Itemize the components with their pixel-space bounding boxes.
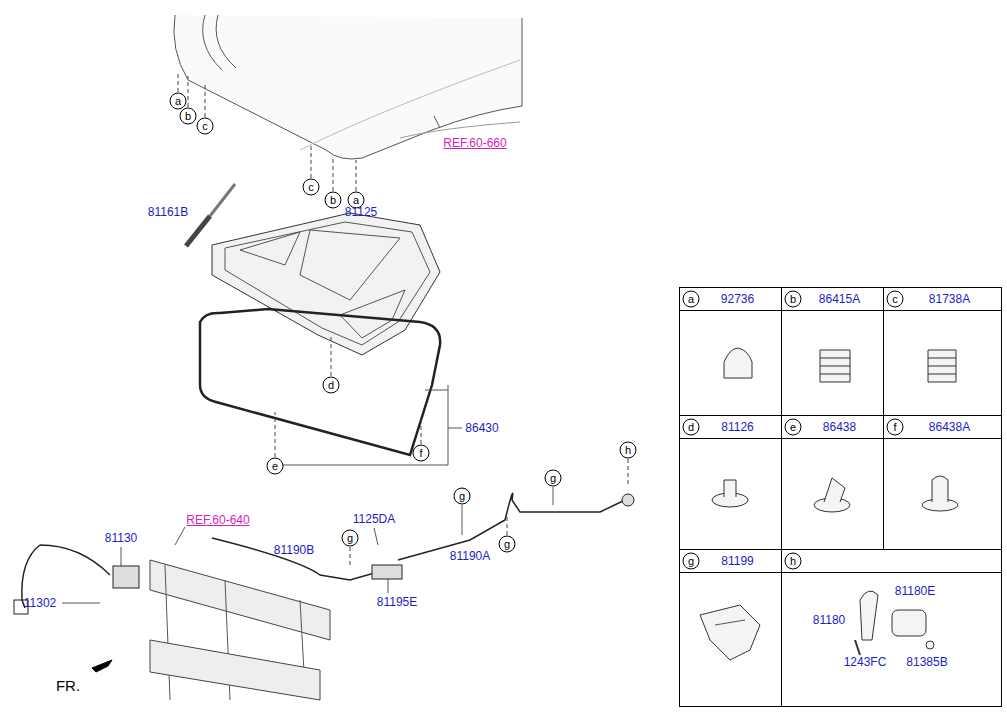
part-number: 81125 bbox=[345, 205, 377, 219]
callout-letter: f bbox=[887, 419, 904, 436]
label-holder: e bbox=[267, 458, 284, 475]
callout-letter: a bbox=[683, 291, 700, 308]
part-number: 86438 bbox=[823, 420, 856, 434]
label-holder: b bbox=[180, 108, 197, 125]
callout-letter: b bbox=[180, 108, 197, 125]
callout-letter: b bbox=[785, 291, 802, 308]
part-number: 81180E bbox=[895, 584, 935, 598]
parts-table-cell: a 92736 bbox=[679, 287, 782, 416]
text-holder: 86415A bbox=[819, 292, 860, 306]
part-number: 81195E bbox=[377, 595, 417, 609]
part-number: 81190B bbox=[274, 543, 314, 557]
callout-letter: h bbox=[620, 442, 637, 459]
callout-letter: c bbox=[303, 179, 320, 196]
callout-letter: e bbox=[267, 458, 284, 475]
label-holder: 81195E bbox=[377, 595, 417, 609]
label-holder: 81161B bbox=[148, 205, 188, 219]
reference-link: REF.60-640 bbox=[186, 513, 249, 527]
label-holder: FR. bbox=[56, 679, 80, 694]
callout-letter: h bbox=[785, 553, 802, 570]
callout-letter: g bbox=[545, 470, 562, 487]
label-holder: g bbox=[499, 536, 516, 553]
callout-letter: d bbox=[683, 419, 700, 436]
label-holder: 1125DA bbox=[353, 512, 395, 526]
label-holder: c bbox=[303, 179, 320, 196]
callout-letter: d bbox=[323, 377, 340, 394]
label-holder: 81125 bbox=[345, 205, 377, 219]
label-holder: g bbox=[454, 488, 471, 505]
part-number: 81199 bbox=[721, 554, 753, 568]
parts-table-cell: c 81738A bbox=[883, 287, 1002, 416]
part-number: 81385B bbox=[906, 655, 947, 669]
label-holder: REF.60-640 bbox=[186, 513, 249, 527]
text-holder: 86438 bbox=[823, 420, 856, 434]
text-holder: a bbox=[683, 291, 700, 308]
parts-table-cell: g 81199 bbox=[679, 549, 782, 707]
label-holder: 81190A bbox=[450, 549, 490, 563]
label-holder: f bbox=[413, 445, 430, 462]
part-number: 81161B bbox=[148, 205, 188, 219]
label-holder: g bbox=[342, 530, 359, 547]
part-number: 1243FC bbox=[844, 655, 887, 669]
label-holder: h bbox=[620, 442, 637, 459]
label-holder: g bbox=[545, 470, 562, 487]
text-holder: g bbox=[683, 553, 700, 570]
part-number: 86430 bbox=[465, 421, 498, 435]
text-holder: 1243FC bbox=[844, 655, 887, 669]
part-number: 1125DA bbox=[353, 512, 395, 526]
part-number: 81190A bbox=[450, 549, 490, 563]
callout-letter: g bbox=[499, 536, 516, 553]
callout-letter: f bbox=[413, 445, 430, 462]
part-number: 81126 bbox=[721, 420, 753, 434]
text-holder: b bbox=[785, 291, 802, 308]
label-holder: REF.60-660 bbox=[443, 136, 506, 150]
text-holder: 81180E bbox=[895, 584, 935, 598]
text-holder: 81385B bbox=[906, 655, 947, 669]
part-number: 11302 bbox=[24, 596, 56, 610]
callout-letter: b bbox=[325, 192, 342, 209]
label-holder: b bbox=[325, 192, 342, 209]
part-number: 86438A bbox=[929, 420, 970, 434]
text-holder: 92736 bbox=[721, 292, 754, 306]
text-holder: f bbox=[887, 419, 904, 436]
callout-letter: g bbox=[454, 488, 471, 505]
text-holder: 81126 bbox=[721, 420, 753, 434]
part-number: 81130 bbox=[105, 531, 137, 545]
parts-table-cell: h 81180E 81180 1243FC 81385B bbox=[781, 549, 1002, 707]
text-holder: d bbox=[683, 419, 700, 436]
callout-letter: c bbox=[887, 291, 904, 308]
text-holder: 81738A bbox=[929, 292, 970, 306]
front-indicator: FR. bbox=[56, 677, 80, 694]
part-number: 86415A bbox=[819, 292, 860, 306]
text-holder: 81180 bbox=[813, 613, 845, 627]
parts-table-cell: d 81126 bbox=[679, 415, 782, 550]
text-holder: 86438A bbox=[929, 420, 970, 434]
text-holder: 81199 bbox=[721, 554, 753, 568]
text-holder: e bbox=[785, 419, 802, 436]
label-holder: 81130 bbox=[105, 531, 137, 545]
part-number: 92736 bbox=[721, 292, 754, 306]
cell-header bbox=[782, 550, 1001, 573]
part-number: 81738A bbox=[929, 292, 970, 306]
label-holder: c bbox=[197, 118, 214, 135]
reference-link: REF.60-660 bbox=[443, 136, 506, 150]
label-holder: 11302 bbox=[24, 596, 56, 610]
callout-letter: e bbox=[785, 419, 802, 436]
parts-table-cell: e 86438 bbox=[781, 415, 884, 550]
callout-letter: g bbox=[342, 530, 359, 547]
text-holder: h bbox=[785, 553, 802, 570]
text-holder: c bbox=[887, 291, 904, 308]
label-holder: 86430 bbox=[465, 421, 498, 435]
label-holder: 81190B bbox=[274, 543, 314, 557]
parts-table-cell: f 86438A bbox=[883, 415, 1002, 550]
callout-letter: a bbox=[170, 93, 187, 110]
parts-table-cell: b 86415A bbox=[781, 287, 884, 416]
label-holder: a bbox=[170, 93, 187, 110]
callout-letter: g bbox=[683, 553, 700, 570]
part-number: 81180 bbox=[813, 613, 845, 627]
label-holder: d bbox=[323, 377, 340, 394]
callout-letter: c bbox=[197, 118, 214, 135]
